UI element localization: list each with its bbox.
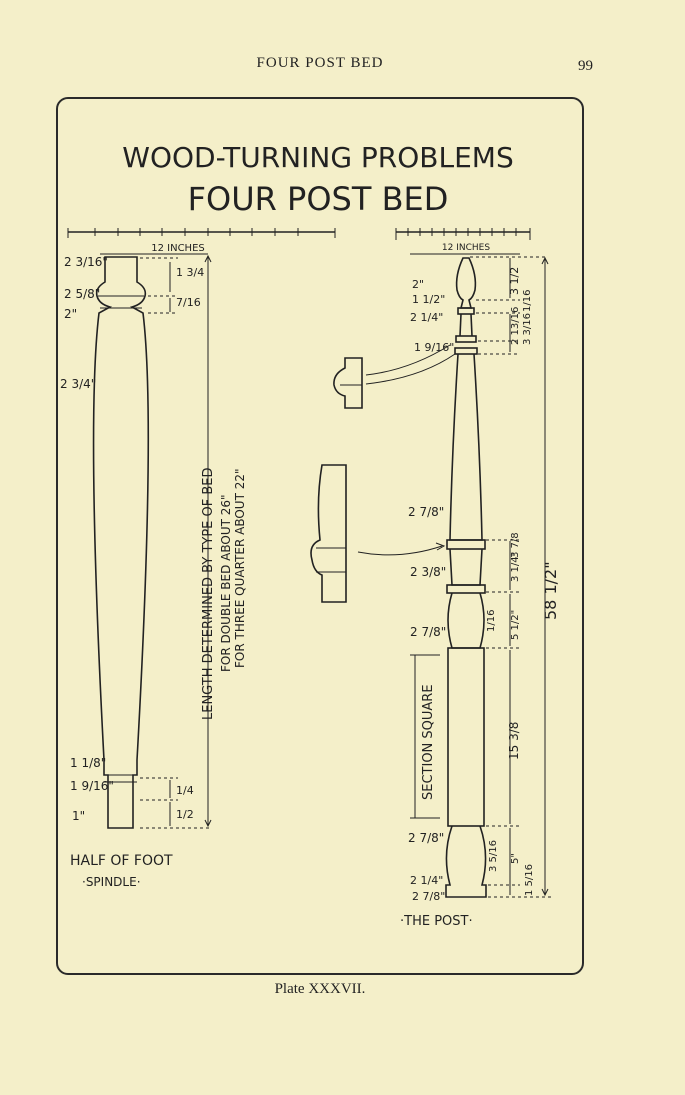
left-scale-bar [67,228,336,238]
right-scale-label: 12 INCHES [442,243,490,253]
length-note: LENGTH DETERMINED BY TYPE OF BED [201,467,216,720]
foot-spindle-label: ·SPINDLE· [82,875,141,889]
post-dim-right: 3 5/16 [488,840,499,872]
post-dim-left: 2 7/8" [408,505,444,519]
post-drawing: 12 INCHES [400,243,560,929]
detail-sketches [310,344,456,603]
plate-title-line2: FOUR POST BED [188,180,449,218]
foot-spindle-drawing: 12 INCHES 2 3/16" 2 5/8" 2" 2 3/4" 1 1/8… [60,243,247,889]
post-dim-left: 1 9/16" [414,341,454,354]
post-dim-left: 2 1/4" [410,874,443,887]
post-dim-right: 15 3/8 [507,722,521,760]
foot-dim-left: 2 3/16" [64,255,108,269]
post-dim-right: 5 1/2" [510,610,521,640]
post-label: ·THE POST· [400,914,473,929]
post-dim-right: 1/16 [486,610,497,632]
post-dim-right: 3 1/2 [508,267,521,295]
overall-height: 58 1/2" [541,561,560,620]
foot-dim-left: 2 5/8" [64,287,100,301]
foot-dim-left: 1 1/8" [70,756,106,770]
post-dim-left: 2 7/8" [408,831,444,845]
running-head: FOUR POST BED [256,55,384,71]
post-dim-right: 3 7/8 [510,532,521,558]
plate-title-line1: WOOD-TURNING PROBLEMS [122,141,513,174]
post-dim-left: 2 1/4" [410,311,443,324]
foot-dim-right: 7/16 [176,296,201,309]
post-dim-right: 1 5/16 [524,864,535,896]
right-scale-bar [395,228,531,240]
foot-dim-left: 1" [72,809,85,823]
plate-frame [56,97,584,975]
foot-spindle-label: HALF OF FOOT [70,853,173,869]
foot-dim-right: 1 3/4 [176,266,204,279]
page-number: 99 [578,58,593,74]
post-dim-left: 2 7/8" [410,625,446,639]
post-dim-right: 3 3/16 [522,313,533,345]
post-dim-right: 1/16 [522,290,533,312]
double-bed-note: FOR DOUBLE BED ABOUT 26" [219,494,233,672]
post-dim-left: 1 1/2" [412,293,445,306]
foot-dim-left: 2 3/4" [60,377,96,391]
left-scale-label: 12 INCHES [151,243,205,254]
section-square-label: SECTION SQUARE [421,684,436,800]
post-dim-left: 2 7/8" [412,890,445,903]
foot-dim-left: 2" [64,307,77,321]
post-dim-left: 2 3/8" [410,565,446,579]
foot-dim-left: 1 9/16" [70,779,114,793]
plate-caption: Plate XXXVII. [274,981,366,997]
post-dim-right: 3 1/4" [510,552,521,582]
foot-dim-right: 1/2 [176,808,194,821]
post-dim-right: 5" [510,853,521,864]
foot-dim-right: 1/4 [176,784,194,797]
three-quarter-note: FOR THREE QUARTER ABOUT 22" [233,468,247,668]
post-dim-right: 2 13/16 [510,307,521,345]
post-dim-left: 2" [412,278,424,291]
